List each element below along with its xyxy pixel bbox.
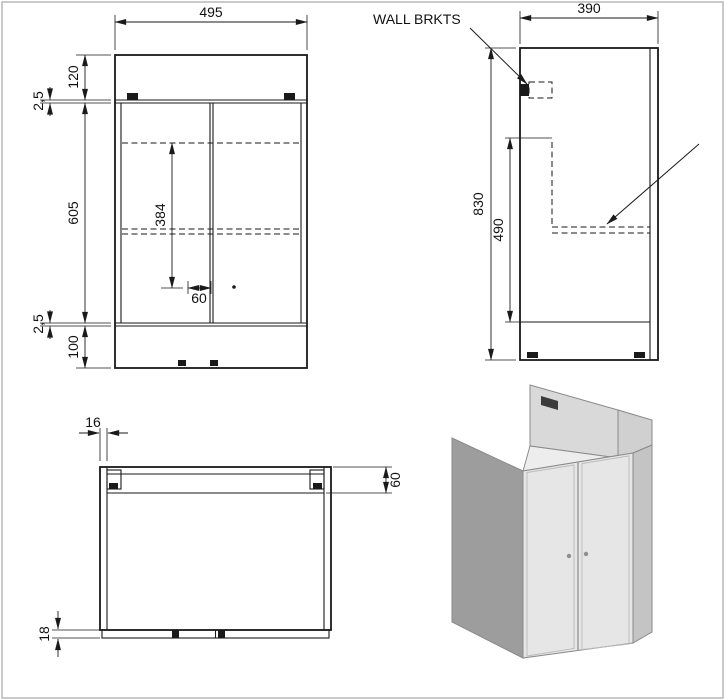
plan-cabinet-outline xyxy=(99,466,332,631)
side-foot-front xyxy=(634,352,645,358)
dim-label-depth: 390 xyxy=(577,0,601,16)
plan-door-block-left xyxy=(172,630,179,638)
front-foot-left xyxy=(178,360,186,366)
dim-label-height: 830 xyxy=(470,192,486,216)
iso-right-door-outline xyxy=(581,455,630,651)
front-wall-bracket-right xyxy=(284,93,295,100)
plan-view-object xyxy=(99,466,332,639)
dim-label-top-rail: 120 xyxy=(65,65,81,89)
plan-door-block-right xyxy=(218,630,225,638)
iso-back-panel xyxy=(529,384,619,459)
front-wall-bracket-left xyxy=(127,93,138,100)
iso-left-door-outline xyxy=(526,464,575,657)
dim-label-gap-top: 2,5 xyxy=(30,91,46,111)
wall-brackets-leader-line xyxy=(469,27,528,85)
plan-view-dimensions: 16 60 18 xyxy=(36,414,403,657)
side-view: 390 830 490 WALL BRKTS xyxy=(373,0,700,361)
dim-label-doors: 605 xyxy=(65,201,81,225)
side-view-object xyxy=(519,47,659,361)
dim-label-center-offset: 60 xyxy=(191,290,207,306)
side-foot-back xyxy=(527,352,538,358)
plan-view: 16 60 18 xyxy=(36,414,403,657)
front-foot-right xyxy=(210,360,218,366)
iso-left-panel xyxy=(451,437,524,659)
dim-label-door-thickness: 18 xyxy=(36,626,52,642)
isometric-view xyxy=(451,384,653,659)
side-wall-bracket-solid xyxy=(520,84,529,96)
iso-right-panel xyxy=(632,444,653,644)
front-view: 495 120 2,5 605 2,5 100 384 60 xyxy=(30,4,308,369)
dim-label-front-width: 495 xyxy=(199,4,223,20)
front-cabinet-outline xyxy=(114,54,308,369)
shelf-leader-line xyxy=(606,143,700,225)
front-reference-dot xyxy=(232,285,236,289)
dim-label-rail-depth: 60 xyxy=(387,472,403,488)
front-view-dimensions: 495 120 2,5 605 2,5 100 384 60 xyxy=(30,4,308,369)
side-cabinet-outline xyxy=(519,47,659,361)
wall-brackets-label: WALL BRKTS xyxy=(373,11,461,27)
iso-wall-bracket xyxy=(541,396,558,410)
dim-label-gap-bottom: 2,5 xyxy=(30,314,46,334)
dim-label-inner-height: 384 xyxy=(152,203,168,227)
front-view-object xyxy=(114,54,308,369)
side-view-dimensions: 390 830 490 WALL BRKTS xyxy=(373,0,700,361)
iso-left-door-handle xyxy=(566,553,572,559)
plan-bracket-block-right xyxy=(313,483,322,489)
dim-label-plinth: 100 xyxy=(65,335,81,359)
iso-right-door-handle xyxy=(583,551,589,557)
side-wall-bracket-hidden xyxy=(528,81,553,99)
dim-label-side-inner-height: 490 xyxy=(490,218,506,242)
dim-label-panel-thickness: 16 xyxy=(85,414,101,430)
plan-bracket-block-left xyxy=(109,483,118,489)
